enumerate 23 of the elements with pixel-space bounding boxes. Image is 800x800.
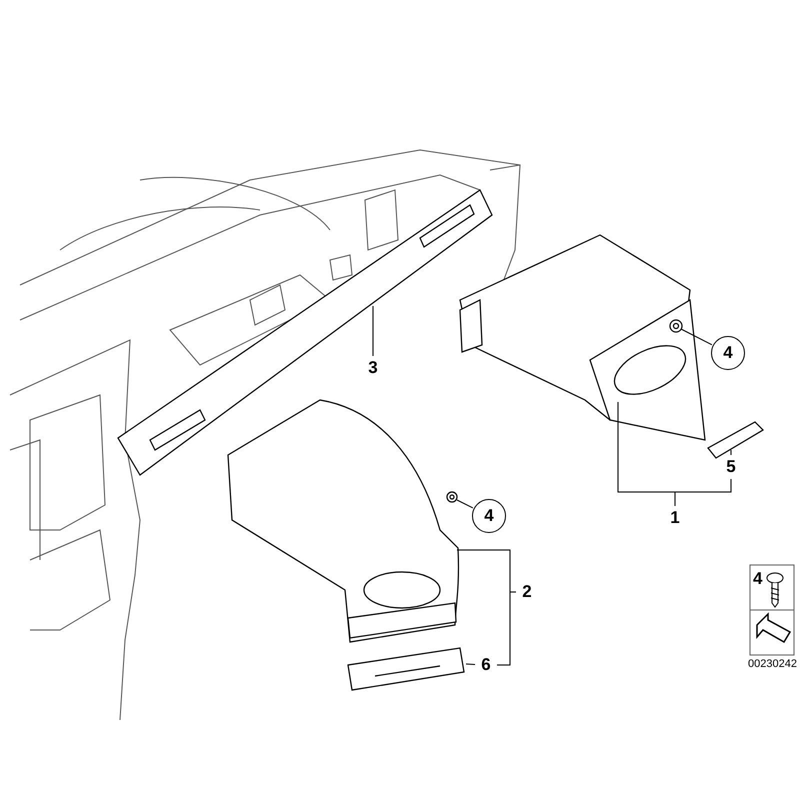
trim-panel-drawing [347,647,465,691]
cupholder-drawing [459,234,706,441]
callout-number: 1 [667,509,683,527]
screw-drawing [446,491,458,503]
leader-line [674,478,732,506]
callout-number: 5 [723,458,739,476]
callout-number: 4 [753,570,762,588]
trim-strip-drawing [117,189,493,476]
cupholder-drawing [227,399,460,643]
part-number: 00230242 [748,658,797,670]
callout-number: 4 [472,499,506,533]
trim-panel-drawing [707,421,764,459]
callout-number: 6 [478,656,494,674]
leader-line [680,328,712,346]
callout-number: 4 [711,336,745,370]
leader-line [496,592,516,666]
screw-drawing [669,319,683,333]
leader-line [466,664,476,665]
callout-number: 3 [365,359,381,377]
callout-number: 2 [519,583,535,601]
leader-line [730,450,732,456]
leader-line [456,500,474,508]
leader-line [372,306,374,356]
